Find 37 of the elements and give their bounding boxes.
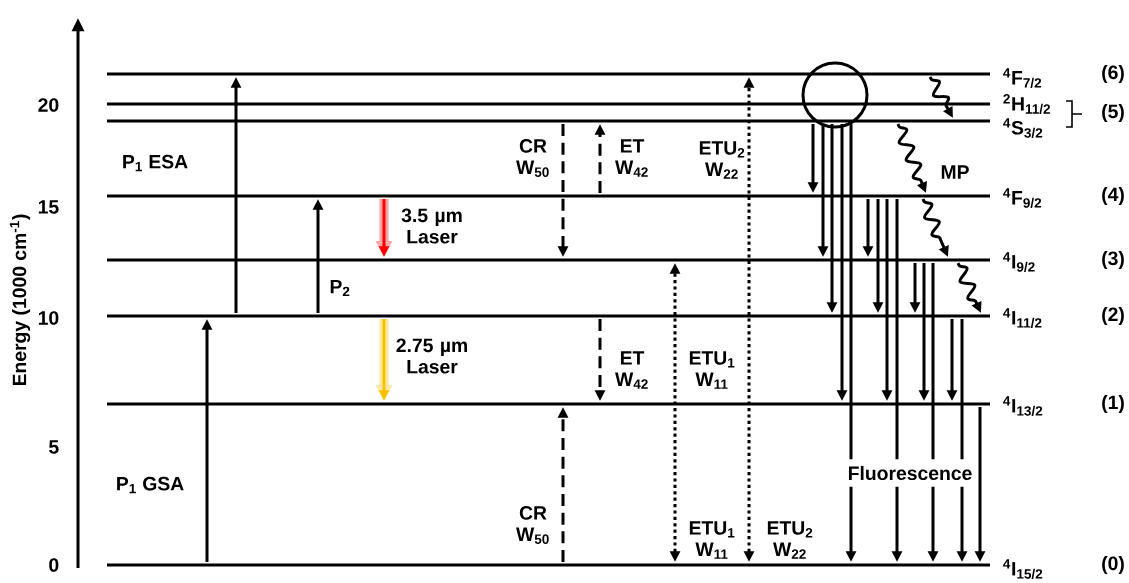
tick-label: 10 bbox=[38, 311, 59, 325]
tick-label: 20 bbox=[38, 98, 59, 112]
tick-label: 0 bbox=[49, 558, 59, 572]
level-term-label: $^{2}$H$_{11/2}$ bbox=[1003, 94, 1051, 114]
edge-label: CR W$_{50}$ bbox=[516, 139, 549, 177]
level-term-label: $^{4}$S$_{3/2}$ bbox=[1003, 118, 1043, 138]
level-term-label: $^{4}$I$_{9/2}$ bbox=[1003, 252, 1035, 272]
edge-label: ETU$_{2}$ W$_{22}$ bbox=[699, 141, 745, 179]
edge-label: CR W$_{50}$ bbox=[516, 506, 549, 544]
level-index: (2) bbox=[1102, 307, 1124, 325]
edge-label: ET W$_{42}$ bbox=[615, 351, 648, 389]
edge-label: P$_{1}$ GSA bbox=[117, 476, 184, 494]
transition-label: ETU$_{1}$ W$_{11}$ bbox=[689, 521, 735, 559]
edge-label: ETU$_{1}$ W$_{11}$ bbox=[689, 351, 735, 389]
edge-label: MP bbox=[941, 165, 969, 179]
level-term-label: $^{4}$I$_{11/2}$ bbox=[1003, 308, 1042, 328]
level-term-label: $^{4}$F$_{9/2}$ bbox=[1003, 188, 1042, 208]
edge-label: P$_{2}$ bbox=[330, 279, 350, 297]
edge-label: P$_{1}$ ESA bbox=[123, 154, 188, 172]
level-index: (0) bbox=[1102, 556, 1124, 574]
level-index: (1) bbox=[1102, 395, 1124, 413]
tick-label: 15 bbox=[38, 200, 59, 214]
edge-label: 2.75 µm Laser bbox=[396, 338, 467, 374]
tick-label: 5 bbox=[49, 440, 59, 454]
level-index: (4) bbox=[1102, 187, 1124, 205]
circle bbox=[801, 61, 869, 129]
fluorescence-label: Fluorescence bbox=[846, 459, 974, 487]
axis-title: Energy (1000 cm$^{-1}$) bbox=[9, 214, 31, 386]
level-term-label: $^{4}$I$_{13/2}$ bbox=[1003, 396, 1043, 416]
level-index: (5) bbox=[1102, 104, 1124, 122]
level-term-label: $^{4}$F$_{7/2}$ bbox=[1003, 68, 1042, 88]
edge-label: 3.5 µm Laser bbox=[401, 208, 462, 244]
level-term-label: $^{4}$I$_{15/2}$ bbox=[1003, 559, 1043, 579]
edge-label: ET W$_{42}$ bbox=[615, 139, 648, 177]
level-index: (3) bbox=[1102, 251, 1124, 269]
transition-label: ETU$_{2}$ W$_{22}$ bbox=[767, 521, 813, 559]
level-index: (6) bbox=[1102, 65, 1124, 83]
